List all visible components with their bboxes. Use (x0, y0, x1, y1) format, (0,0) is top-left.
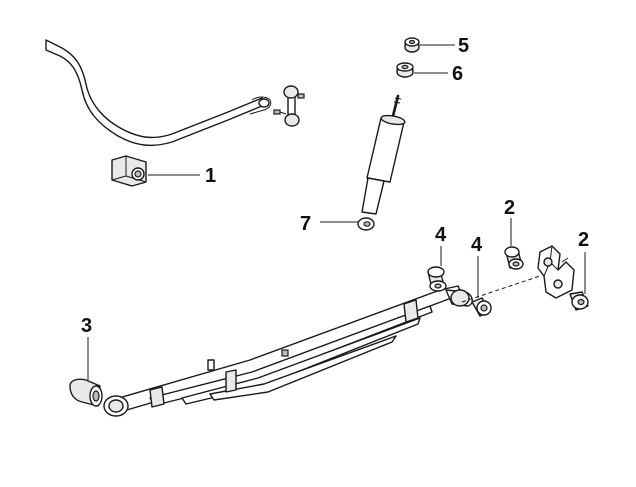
stabilizer-link (273, 85, 305, 127)
front-spring-bushing (69, 378, 103, 407)
callout-2b: 2 (578, 229, 589, 251)
callout-3: 3 (81, 315, 92, 337)
shackle-bushing-upper (504, 246, 524, 270)
spring-shackle (537, 245, 575, 299)
shock-absorber (357, 94, 406, 231)
callout-4b: 4 (471, 234, 483, 256)
callout-7: 7 (300, 213, 311, 235)
stabilizer-bar (45, 39, 272, 147)
stabilizer-bushing (111, 155, 147, 187)
leaf-spring (103, 285, 473, 417)
spring-eye-bushing-right (471, 297, 492, 317)
shackle-bushing-lower (569, 291, 589, 311)
callout-6: 6 (452, 63, 463, 85)
alignment-dashed-line (461, 275, 541, 303)
callout-5: 5 (458, 35, 469, 57)
callout-2a: 2 (504, 197, 515, 219)
spring-eye-bushing-left (427, 266, 447, 292)
callout-4a: 4 (435, 224, 447, 246)
upper-cushion (404, 37, 420, 53)
callout-1: 1 (205, 165, 216, 187)
lower-cushion (396, 62, 414, 78)
